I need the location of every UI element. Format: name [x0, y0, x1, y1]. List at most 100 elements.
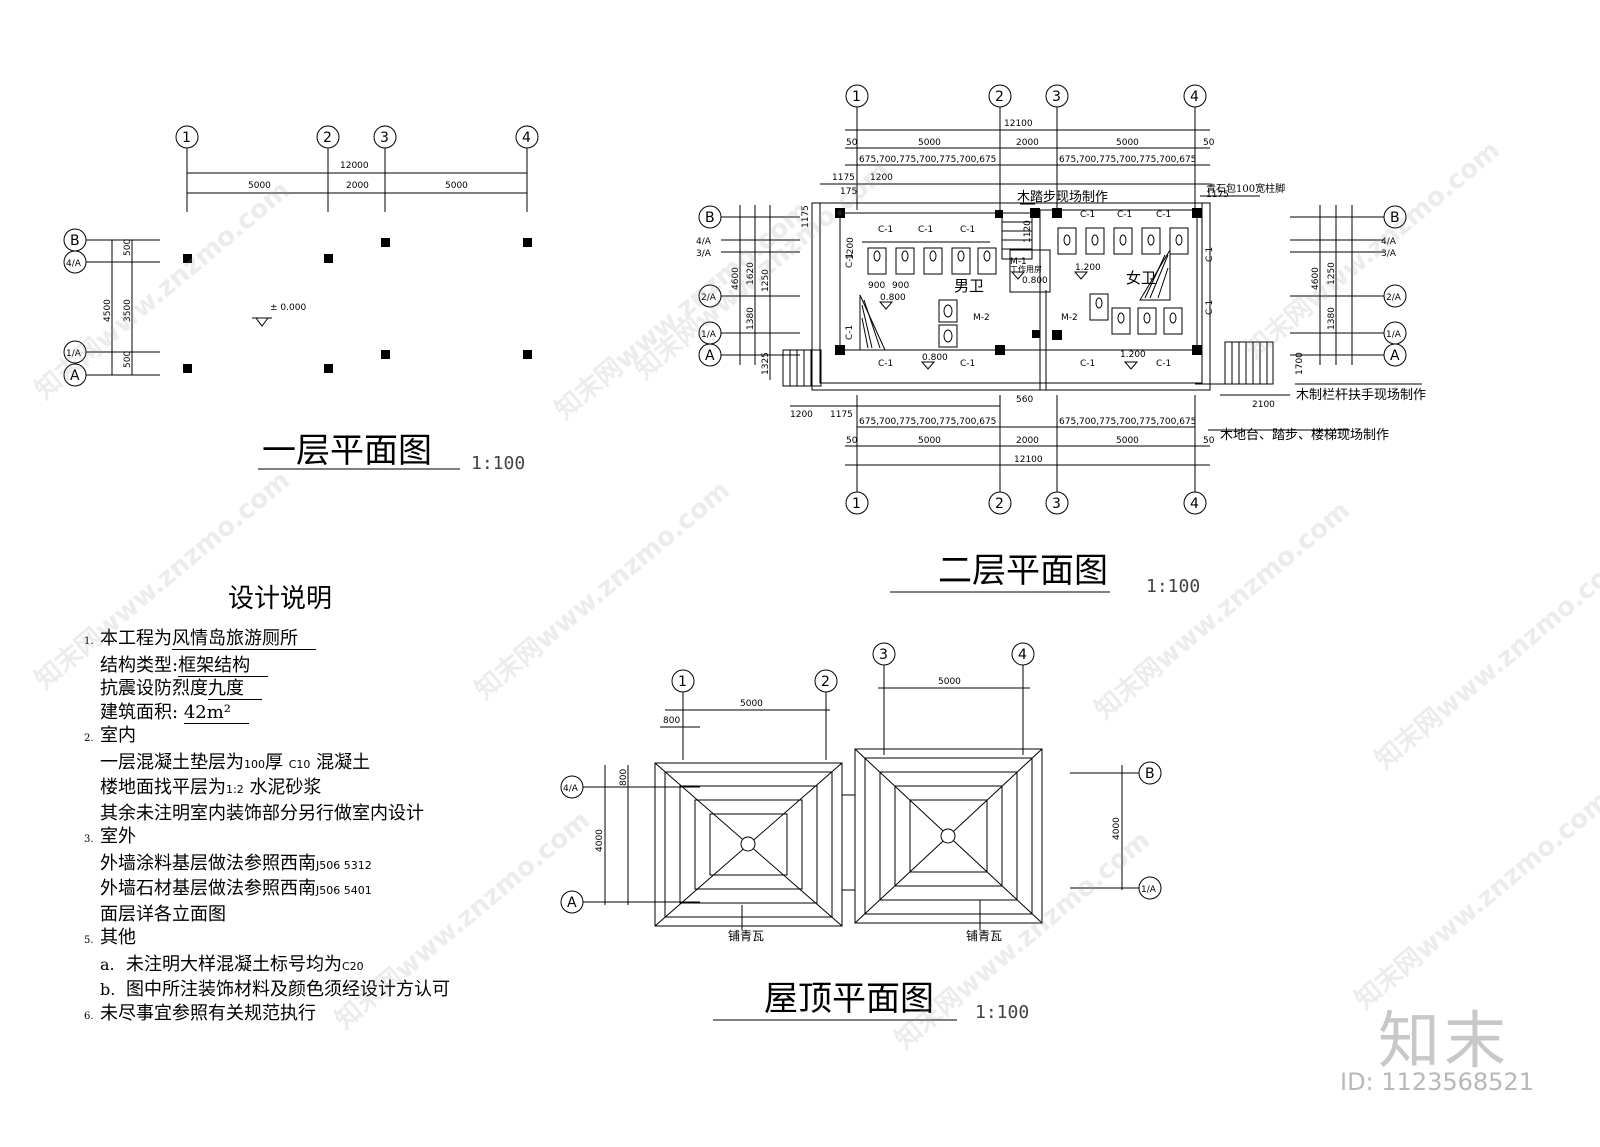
axis-bubbles-f1 [63, 125, 539, 387]
f2-dim-50c: 50 [846, 436, 858, 446]
f1-dim-3500: 3500 [123, 299, 133, 322]
f2-win-14: C-1 [1205, 300, 1215, 315]
f2-win-10: C-1 [1156, 359, 1171, 369]
roof-right [854, 748, 1043, 924]
f2-axis-a-right: A [1390, 348, 1400, 364]
roof-axis-b: B [1145, 766, 1155, 782]
f2-win-3: C-1 [960, 225, 975, 235]
f1-axis-1: 1 [182, 130, 191, 146]
roof-axis-1a: 1/A [1141, 885, 1157, 895]
roof-dim-5000-left: 5000 [740, 699, 763, 709]
roof-left [654, 762, 843, 927]
roof-tile-right: 铺青瓦 [966, 929, 1002, 943]
notes-line-8: 其余未注明室内装饰部分另行做室内设计 [100, 802, 424, 824]
f2-axis-3a-left: 3/A [696, 249, 712, 259]
roof-title: 屋顶平面图 [764, 979, 934, 1019]
f2-dim-1175-left: 1175 [801, 205, 811, 228]
roof-axis-a: A [567, 895, 577, 911]
f2-dim-total-bot: 12100 [1014, 455, 1043, 465]
f2-dim-1200-top: 1200 [870, 173, 893, 183]
notes-line-9: 3.室外 [84, 826, 136, 847]
f2-axis-4-bot: 4 [1190, 496, 1199, 512]
f2-scale: 1:100 [1146, 576, 1200, 597]
f2-dim-900b: 900 [892, 281, 909, 291]
f2-axis-4a-left: 4/A [696, 237, 712, 247]
f2-note-rail: 木制栏杆扶手现场制作 [1296, 388, 1426, 403]
roof-tile-left: 铺青瓦 [728, 929, 764, 943]
f2-dim-1175-bot: 1175 [830, 410, 853, 420]
f1-dim-bay1: 5000 [248, 181, 271, 191]
f2-level-women: 1.200 [1075, 263, 1101, 273]
first-floor-text: 1 2 3 4 B 4/A 1/A A 12000 5000 2000 5000… [66, 130, 531, 474]
f2-note-steps: 木踏步现场制作 [1017, 190, 1108, 205]
f2-win-9: C-1 [1080, 359, 1095, 369]
axis-bubbles-f2 [698, 84, 1407, 515]
f1-title: 一层平面图 [262, 431, 432, 471]
f2-dim-mid-bot: 2000 [1016, 436, 1039, 446]
f2-dim-stalls-bot-r: 675,700,775,700,775,700,675 [1059, 417, 1196, 427]
women-stalls [1057, 227, 1189, 335]
f2-win-4: C-1 [1080, 210, 1095, 220]
f2-axis-2-bot: 2 [995, 496, 1004, 512]
notes-line-12: 面层详各立面图 [100, 903, 226, 925]
f1-axis-4a: 4/A [66, 259, 82, 269]
f2-win-11: C-1 [845, 253, 855, 268]
brand-logo: 知末 [1378, 1004, 1511, 1077]
f2-axis-1-bot: 1 [852, 496, 861, 512]
f2-women-label: 女卫 [1126, 269, 1156, 287]
f2-axis-b-left: B [705, 210, 715, 226]
f2-axis-1-top: 1 [852, 89, 861, 105]
notes-line-3: 抗震设防烈度九度 [84, 677, 484, 701]
stair-right [1224, 341, 1274, 385]
first-floor-plan [63, 125, 539, 470]
f2-dim-mid-top: 2000 [1016, 138, 1039, 148]
f2-dim-stalls-top-r: 675,700,775,700,775,700,675 [1059, 155, 1196, 165]
roof-axis-2: 2 [821, 674, 830, 690]
f2-axis-3a-right: 3/A [1381, 249, 1397, 259]
f2-level-utility: 0.800 [1022, 276, 1048, 286]
roof-axis-3: 3 [879, 647, 888, 663]
f1-dim-4500: 4500 [103, 299, 113, 322]
f2-dim-1175-right: 1175 [1206, 190, 1229, 200]
notes-line-13: 5.其他 [84, 927, 136, 948]
f2-dim-bay2-bot: 5000 [1116, 436, 1139, 446]
f2-axis-4-top: 4 [1190, 89, 1199, 105]
f2-win-8: C-1 [960, 359, 975, 369]
drawing-id: ID: 1123568521 [1340, 1068, 1534, 1096]
notes-line-14: a.未注明大样混凝土标号均为C20 [100, 953, 364, 975]
f2-win-7: C-1 [878, 359, 893, 369]
f2-door-m1: M-1 [1010, 257, 1027, 267]
f2-win-6: C-1 [1156, 210, 1171, 220]
f2-dim-1175-top: 1175 [832, 173, 855, 183]
f2-axis-3-bot: 3 [1052, 496, 1061, 512]
f2-dim-50a: 50 [846, 138, 858, 148]
f2-level-men2: 0.800 [922, 353, 948, 363]
f2-dim-4600-left: 4600 [731, 267, 741, 290]
hatched-areas [859, 248, 1171, 351]
f2-dim-1200-bot: 1200 [790, 410, 813, 420]
roof-dim-5000-right: 5000 [938, 677, 961, 687]
f2-axis-3-top: 3 [1052, 89, 1061, 105]
roof-dim-4000-right: 4000 [1112, 817, 1122, 840]
notes-line-5: 2.室内 [84, 725, 136, 746]
f2-win-13: C-1 [1205, 247, 1215, 262]
f2-level-men: 0.800 [880, 293, 906, 303]
f2-dim-1250-right: 1250 [1327, 262, 1337, 285]
f2-dim-560: 560 [1016, 395, 1033, 405]
f2-dim-175-top: 175 [840, 187, 857, 197]
f2-dim-2100: 2100 [1252, 400, 1275, 410]
second-floor-plan [698, 84, 1422, 593]
f2-utility: 工作用房 [1010, 264, 1042, 274]
f2-dim-4600-right: 4600 [1311, 267, 1321, 290]
notes-line-16: 6.未尽事宜参照有关规范执行 [84, 1002, 316, 1024]
roof-dim-4000-left: 4000 [595, 829, 605, 852]
f2-win-5: C-1 [1117, 210, 1132, 220]
f2-axis-2a-right: 2/A [1386, 293, 1402, 303]
notes-line-10: 外墙涂料基层做法参照西南J506 5312 [100, 852, 372, 874]
f1-dim-total: 12000 [340, 161, 369, 171]
f1-dim-500a: 500 [123, 239, 133, 256]
f2-dim-1250-left: 1250 [761, 269, 771, 292]
f1-axis-2: 2 [323, 130, 332, 146]
f2-win-1: C-1 [878, 225, 893, 235]
